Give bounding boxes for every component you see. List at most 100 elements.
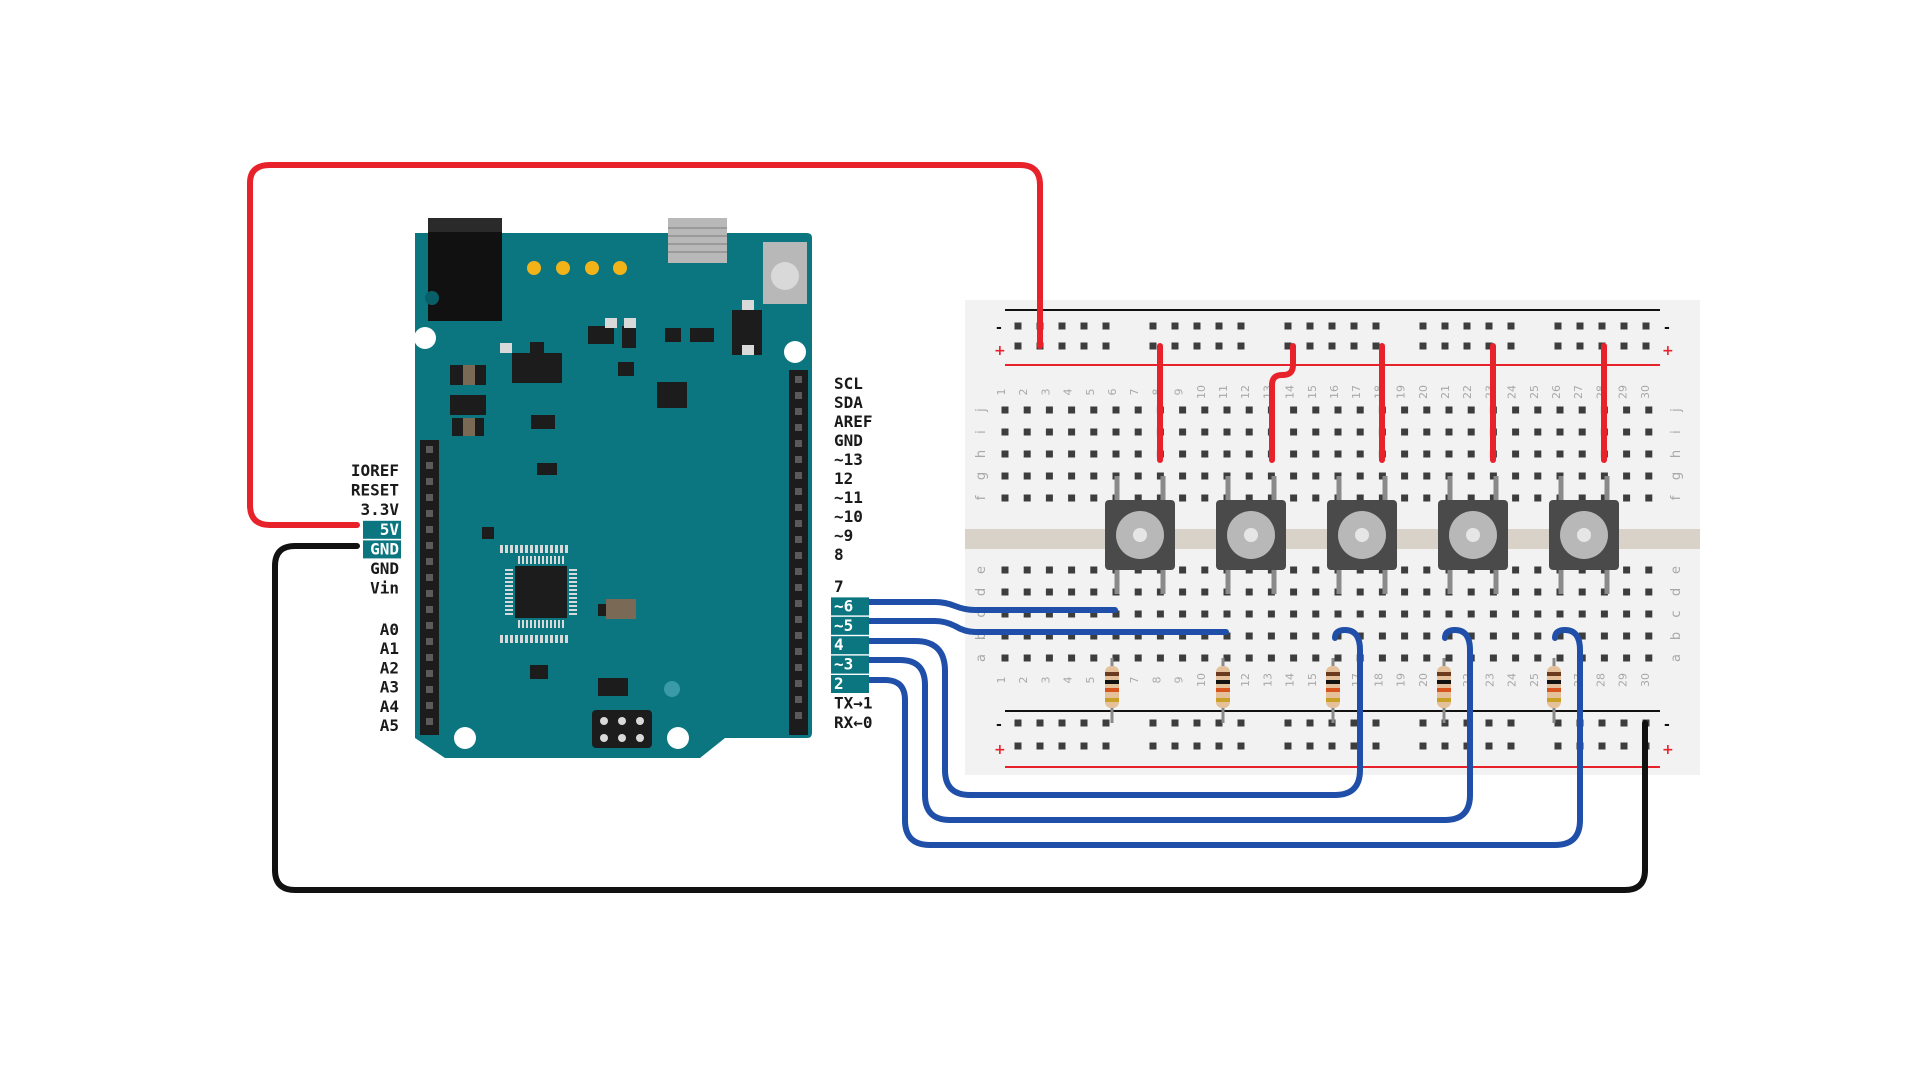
breadboard-hole	[1423, 566, 1431, 574]
rail-hole	[1237, 719, 1245, 727]
smd-components	[450, 310, 762, 696]
resistor-band	[1216, 680, 1230, 684]
breadboard-hole	[1045, 494, 1053, 502]
breadboard-hole	[1623, 632, 1631, 640]
resistor-band	[1326, 672, 1340, 676]
rail-hole	[1485, 342, 1493, 350]
breadboard-hole	[1023, 632, 1031, 640]
breadboard-hole	[1245, 450, 1253, 458]
breadboard-hole	[1134, 406, 1142, 414]
breadboard-hole	[1645, 632, 1653, 640]
pin-highlight	[831, 675, 869, 693]
rail-hole	[1372, 322, 1380, 330]
breadboard-hole	[1068, 610, 1076, 618]
breadboard-hole	[1312, 428, 1320, 436]
button-cap-center	[1577, 528, 1591, 542]
breadboard-hole	[1356, 428, 1364, 436]
resistor-band	[1437, 672, 1451, 676]
breadboard-hole	[1134, 610, 1142, 618]
breadboard-hole	[1001, 632, 1009, 640]
rail-hole	[1058, 322, 1066, 330]
pin-label: IOREF	[351, 461, 399, 480]
pin-label: AREF	[834, 412, 873, 431]
breadboard-hole	[1090, 428, 1098, 436]
signal-wires	[857, 599, 1583, 848]
rail-hole	[1554, 342, 1562, 350]
pin-label: A0	[380, 620, 399, 639]
column-number: 24	[1506, 673, 1519, 687]
breadboard-hole	[1023, 566, 1031, 574]
breadboard-hole	[1112, 450, 1120, 458]
bottom-rail-minus-sign-left: -	[996, 717, 1002, 733]
status-led	[556, 261, 570, 275]
column-number: 8	[1150, 389, 1163, 396]
breadboard-hole	[1356, 406, 1364, 414]
push-button-5	[1549, 476, 1619, 594]
breadboard-hole	[1068, 472, 1076, 480]
breadboard-hole	[1423, 610, 1431, 618]
pin-label: ~13	[834, 450, 863, 469]
breadboard-hole	[1090, 610, 1098, 618]
button-2-power-jumper	[1269, 343, 1296, 463]
push-button-4	[1438, 476, 1508, 594]
push-buttons	[1105, 476, 1619, 594]
breadboard-hole	[1134, 428, 1142, 436]
breadboard-hole	[1290, 610, 1298, 618]
breadboard-hole	[1623, 654, 1631, 662]
column-number: 7	[1128, 677, 1141, 684]
breadboard-hole	[1045, 450, 1053, 458]
column-number: 20	[1417, 385, 1430, 399]
breadboard-hole	[1045, 610, 1053, 618]
column-number: 12	[1239, 673, 1252, 687]
breadboard-hole	[1201, 610, 1209, 618]
column-number: 19	[1395, 673, 1408, 687]
column-number: 3	[1039, 389, 1052, 396]
breadboard-hole	[1334, 428, 1342, 436]
usb-connector	[668, 218, 727, 263]
rail-hole	[1102, 322, 1110, 330]
column-number: 19	[1395, 385, 1408, 399]
power-jack-top	[428, 218, 502, 232]
breadboard-hole	[1312, 450, 1320, 458]
row-letter: j	[974, 408, 989, 413]
breadboard-hole	[1467, 610, 1475, 618]
pin-label: GND	[370, 559, 399, 578]
breadboard-hole	[1201, 588, 1209, 596]
breadboard-hole	[1201, 654, 1209, 662]
breadboard-hole	[1156, 632, 1164, 640]
breadboard-hole	[1623, 494, 1631, 502]
breadboard-hole	[1645, 406, 1653, 414]
rail-hole	[1350, 322, 1358, 330]
pin-label: RX←0	[834, 713, 873, 732]
breadboard-hole	[1556, 450, 1564, 458]
breadboard-hole	[1467, 406, 1475, 414]
breadboard-hole	[1534, 654, 1542, 662]
breadboard-hole	[1334, 406, 1342, 414]
resistor-band	[1326, 680, 1340, 684]
breadboard-hole	[1378, 632, 1386, 640]
column-number: 12	[1239, 385, 1252, 399]
rail-hole	[1598, 719, 1606, 727]
pin-label: 5V	[380, 520, 400, 539]
breadboard-hole	[1245, 610, 1253, 618]
rail-hole	[1598, 322, 1606, 330]
breadboard-hole	[1245, 428, 1253, 436]
breadboard-hole	[1090, 566, 1098, 574]
breadboard-hole	[1401, 588, 1409, 596]
breadboard-hole	[1645, 566, 1653, 574]
pin-2-signal-wire	[857, 627, 1583, 848]
breadboard-hole	[1179, 472, 1187, 480]
resistor-band	[1547, 698, 1561, 702]
rail-hole	[1171, 322, 1179, 330]
resistor-band	[1216, 698, 1230, 702]
row-letter: a	[974, 654, 989, 662]
breadboard-hole	[1134, 494, 1142, 502]
breadboard-hole	[1645, 472, 1653, 480]
rail-hole	[1014, 342, 1022, 350]
resistor-band	[1437, 698, 1451, 702]
breadboard-hole	[1045, 566, 1053, 574]
status-led	[527, 261, 541, 275]
breadboard-hole	[1623, 450, 1631, 458]
pin-label: A4	[380, 697, 399, 716]
breadboard-hole	[1489, 654, 1497, 662]
